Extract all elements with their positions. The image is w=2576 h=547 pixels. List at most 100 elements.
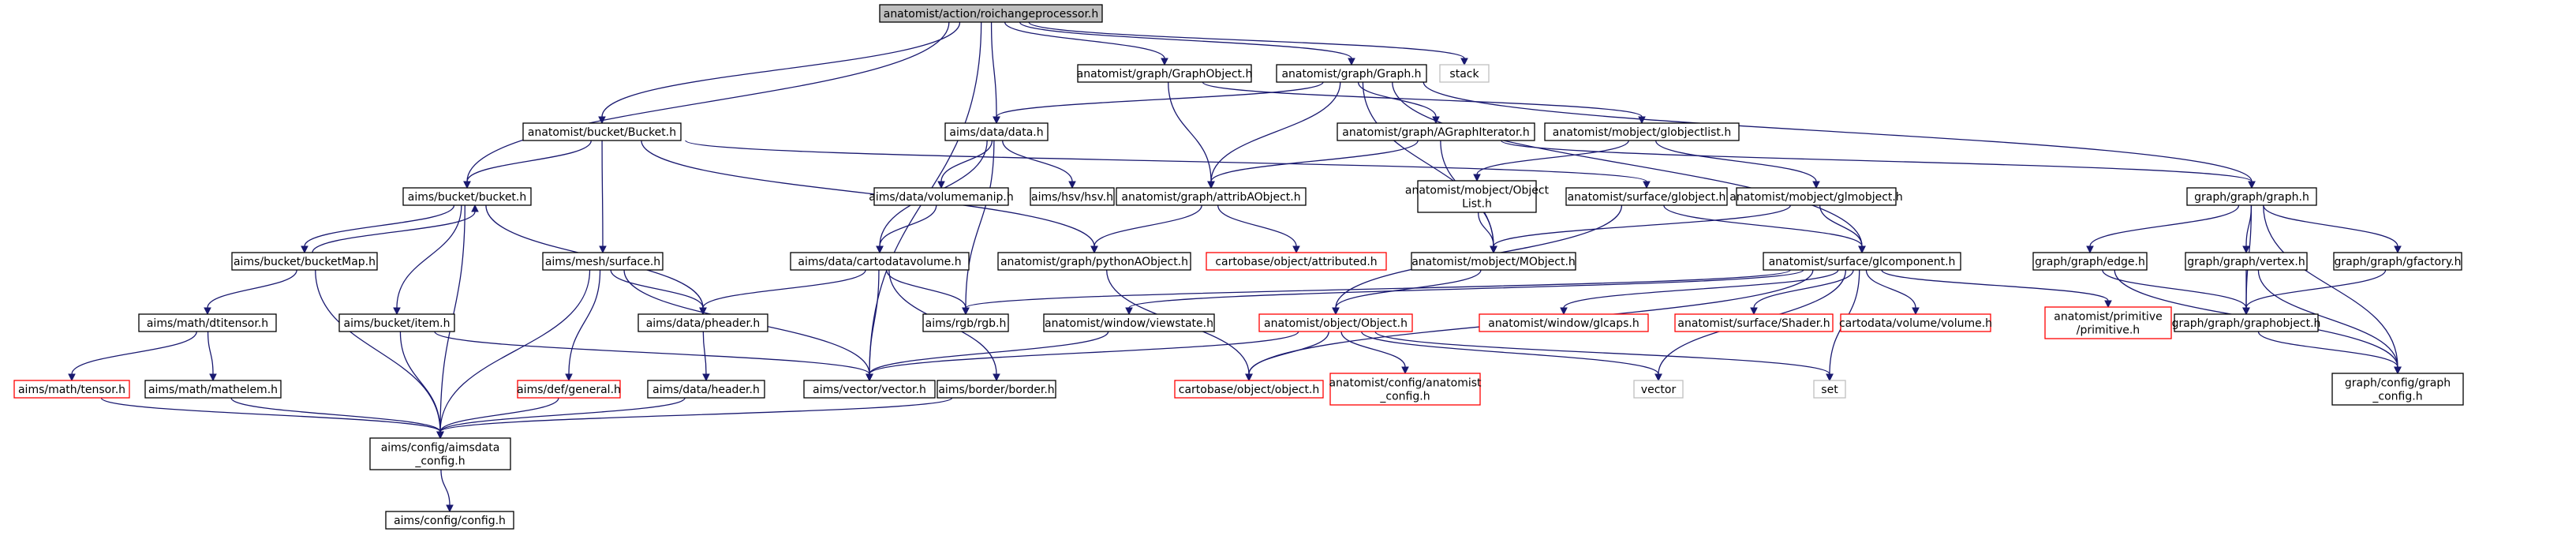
node-anatomist-action-roichangeprocessor-h[interactable]: anatomist/action/roichangeprocessor.h: [879, 4, 1103, 23]
node-aims-bucket-bucketmap-h[interactable]: aims/bucket/bucketMap.h: [231, 252, 378, 271]
node-anatomist-mobject-mobject-h[interactable]: anatomist/mobject/MObject.h: [1411, 252, 1576, 271]
edge-line: [439, 397, 953, 433]
node-aims-data-data-h[interactable]: aims/data/data.h: [944, 122, 1049, 141]
node-anatomist-mobject-glmobject-h[interactable]: anatomist/mobject/glmobject.h: [1729, 187, 1903, 206]
node-graph-graph-graph-h[interactable]: graph/graph/graph.h: [2186, 187, 2317, 206]
node-box: [13, 380, 130, 399]
node-aims-hsv-hsv-h[interactable]: aims/hsv/hsv.h: [1030, 187, 1115, 206]
node-graph-graph-graphobject-h[interactable]: graph/graph/graphobject.h: [2172, 313, 2321, 332]
edge-n4-to-n17: [599, 140, 607, 254]
edge-line: [439, 397, 686, 433]
edge-line: [1357, 81, 1437, 118]
node-aims-def-general-h[interactable]: aims/def/general.h: [517, 380, 621, 399]
node-aims-data-volumemanip-h[interactable]: aims/data/volumemanip.h: [869, 187, 1014, 206]
node-anatomist-graph-pythonaobject-h[interactable]: anatomist/graph/pythonAObject.h: [997, 252, 1191, 271]
node-anatomist-primitive-primitive-h[interactable]: anatomist/primitive/primitive.h: [2044, 306, 2172, 339]
node-aims-data-pheader-h[interactable]: aims/data/pheader.h: [637, 313, 768, 332]
node-graph-graph-vertex-h[interactable]: graph/graph/vertex.h: [2185, 252, 2308, 271]
edge-line: [879, 204, 937, 247]
node-label: cartobase/object/attributed.h: [1215, 256, 1377, 268]
edge-line: [207, 269, 297, 309]
edge-arrowhead: [301, 245, 308, 254]
node-aims-bucket-bucket-h[interactable]: aims/bucket/bucket.h: [402, 187, 532, 206]
edge-line: [396, 204, 462, 309]
edge-line: [1248, 331, 1329, 375]
node-aims-rgb-rgb-h[interactable]: aims/rgb/rgb.h: [922, 313, 1009, 332]
edge-line: [1002, 140, 1073, 182]
node-anatomist-mobject-globjectlist-h[interactable]: anatomist/mobject/globjectlist.h: [1544, 122, 1740, 141]
node-aims-math-tensor-h[interactable]: aims/math/tensor.h: [13, 380, 130, 399]
node-box: [1840, 313, 1991, 332]
edge-n26-to-n38: [207, 331, 217, 382]
node-anatomist-config-anatomist-config-h[interactable]: anatomist/config/anatomist_config.h: [1329, 373, 1482, 406]
node-cartodata-volume-volume-h[interactable]: cartodata/volume/volume.h: [1839, 313, 1992, 332]
node-label: aims/vector/vector.h: [813, 384, 926, 396]
edge-line: [2245, 269, 2387, 309]
node-anatomist-surface-shader-h[interactable]: anatomist/surface/Shader.h: [1674, 313, 1834, 332]
node-anatomist-window-glcaps-h[interactable]: anatomist/window/glcaps.h: [1479, 313, 1649, 332]
node-aims-config-aimsdata-config-h[interactable]: aims/config/aimsdata_config.h: [369, 437, 511, 470]
node-label: aims/def/general.h: [517, 384, 621, 396]
node-anatomist-graph-graphobject-h[interactable]: anatomist/graph/GraphObject.h: [1077, 64, 1253, 83]
edge-n2-to-n5: [993, 81, 1324, 125]
edge-arrowhead: [1332, 307, 1340, 316]
edge-arrowhead: [993, 373, 1000, 382]
edge-n0-to-n2: [1019, 21, 1355, 66]
node-aims-math-mathelem-h[interactable]: aims/math/mathelem.h: [144, 380, 282, 399]
edge-line: [965, 140, 995, 309]
node-anatomist-surface-glcomponent-h[interactable]: anatomist/surface/glcomponent.h: [1763, 252, 1961, 271]
node-anatomist-bucket-bucket-h[interactable]: anatomist/bucket/Bucket.h: [522, 122, 682, 141]
node-anatomist-graph-graph-h[interactable]: anatomist/graph/Graph.h: [1276, 64, 1427, 83]
node-anatomist-graph-attribaobject-h[interactable]: anatomist/graph/attribAObject.h: [1116, 187, 1307, 206]
node-aims-math-dtitensor-h[interactable]: aims/math/dtitensor.h: [138, 313, 277, 332]
edge-line: [1210, 140, 1419, 182]
node-label: anatomist/surface/Shader.h: [1677, 317, 1830, 330]
node-aims-border-border-h[interactable]: aims/border/border.h: [937, 380, 1056, 399]
edge-line: [315, 269, 441, 433]
edge-line: [466, 140, 592, 182]
node-graph-graph-gfactory-h[interactable]: graph/graph/gfactory.h: [2333, 252, 2462, 271]
node-graph-config-graph-config-h[interactable]: graph/config/graph_config.h: [2331, 373, 2464, 406]
node-set: set: [1813, 380, 1846, 399]
node-aims-mesh-surface-h[interactable]: aims/mesh/surface.h: [542, 252, 664, 271]
edge-arrowhead: [2248, 181, 2256, 189]
node-aims-config-config-h[interactable]: aims/config/config.h: [385, 511, 514, 530]
node-box: [2331, 373, 2464, 406]
edge-n22-to-n29: [962, 269, 1791, 316]
node-label: graph/graph/gfactory.h: [2335, 256, 2462, 268]
node-box: [2032, 252, 2148, 271]
edge-arrowhead: [2394, 245, 2402, 254]
edge-arrowhead: [446, 504, 454, 513]
edge-n11-to-n19: [1090, 204, 1202, 254]
node-anatomist-graph-agraphiterator-h[interactable]: anatomist/graph/AGraphIterator.h: [1337, 122, 1535, 141]
edge-arrowhead: [1812, 181, 1820, 189]
node-anatomist-surface-globject-h[interactable]: anatomist/surface/globject.h: [1565, 187, 1728, 206]
edge-arrowhead: [565, 373, 573, 382]
node-anatomist-object-object-h[interactable]: anatomist/object/Object.h: [1258, 313, 1413, 332]
edge-arrowhead: [937, 181, 945, 189]
node-label: anatomist/mobject/glmobject.h: [1729, 191, 1903, 204]
edge-line: [1335, 269, 1482, 309]
edge-n22-to-n35: [1881, 269, 2112, 309]
node-label: anatomist/mobject/Object: [1405, 185, 1550, 197]
edge-n31-to-n44: [1340, 331, 1409, 375]
node-aims-data-header-h[interactable]: aims/data/header.h: [647, 380, 765, 399]
node-aims-data-cartodatavolume-h[interactable]: aims/data/cartodatavolume.h: [790, 252, 970, 271]
edge-line: [886, 269, 966, 309]
node-box: [1417, 180, 1537, 213]
node-box: [2333, 252, 2462, 271]
node-box: [144, 380, 282, 399]
node-label: /primitive.h: [2077, 324, 2140, 337]
node-aims-bucket-item-h[interactable]: aims/bucket/item.h: [338, 313, 455, 332]
node-aims-vector-vector-h[interactable]: aims/vector/vector.h: [803, 380, 936, 399]
node-box: [1258, 313, 1413, 332]
edge-line: [440, 469, 451, 506]
node-layer: anatomist/action/roichangeprocessor.h ana…: [13, 4, 2464, 530]
node-cartobase-object-attributed-h[interactable]: cartobase/object/attributed.h: [1206, 252, 1387, 271]
node-cartobase-object-object-h[interactable]: cartobase/object/object.h: [1174, 380, 1324, 399]
node-graph-graph-edge-h[interactable]: graph/graph/edge.h: [2032, 252, 2148, 271]
edge-line: [100, 397, 441, 433]
node-anatomist-window-viewstate-h[interactable]: anatomist/window/viewstate.h: [1043, 313, 1215, 332]
edge-line: [71, 331, 197, 375]
